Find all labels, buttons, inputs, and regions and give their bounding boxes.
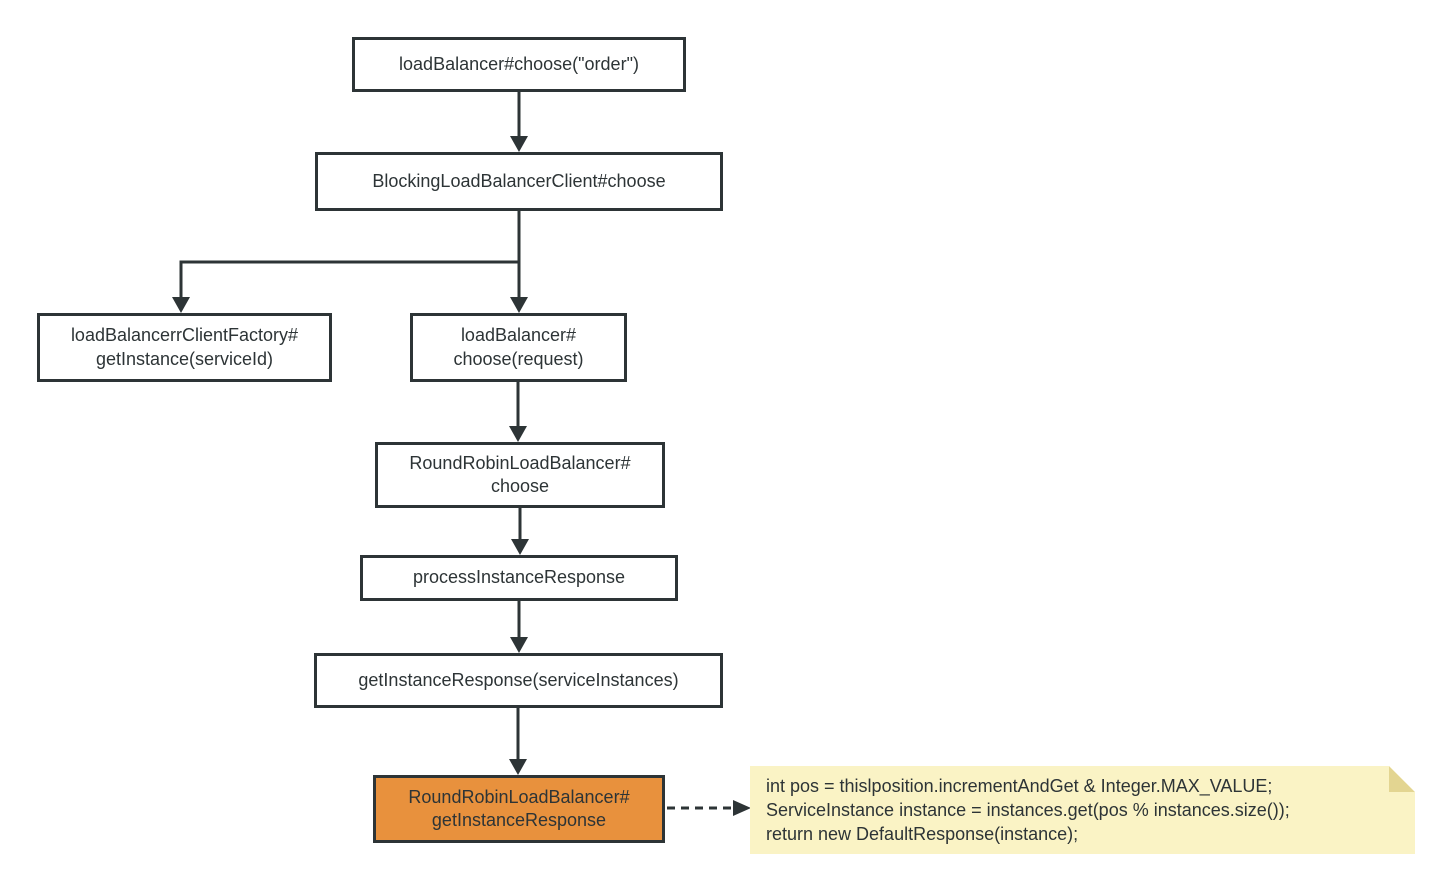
arrow-branch-to-client-factory bbox=[172, 260, 519, 313]
node-round-robin-load-balancer-choose: RoundRobinLoadBalancer# choose bbox=[375, 442, 665, 508]
arrow-get-instance-response-to-round-robin-get-instance-response bbox=[509, 708, 527, 775]
node-label: BlockingLoadBalancerClient#choose bbox=[372, 170, 666, 191]
node-load-balancer-choose-request: loadBalancer# choose(request) bbox=[410, 313, 627, 382]
node-blocking-load-balancer-client-choose: BlockingLoadBalancerClient#choose bbox=[315, 152, 723, 211]
node-process-instance-response: processInstanceResponse bbox=[360, 555, 678, 601]
node-load-balancer-client-factory-get-instance: loadBalancerrClientFactory# getInstance(… bbox=[37, 313, 332, 382]
note-code-line: return new DefaultResponse(instance); bbox=[766, 824, 1079, 844]
arrow-round-robin-choose-to-process-instance-response bbox=[511, 508, 529, 555]
node-label: RoundRobinLoadBalancer# choose bbox=[409, 452, 631, 496]
node-round-robin-load-balancer-get-instance-response: RoundRobinLoadBalancer# getInstanceRespo… bbox=[373, 775, 665, 843]
arrow-choose-order-to-blocking-client bbox=[510, 92, 528, 152]
code-note: int pos = thislposition.incrementAndGet … bbox=[750, 766, 1415, 854]
node-label: RoundRobinLoadBalancer# getInstanceRespo… bbox=[408, 786, 630, 830]
note-code-line: int pos = thislposition.incrementAndGet … bbox=[766, 776, 1273, 796]
folded-corner-icon bbox=[1389, 766, 1415, 792]
arrow-process-instance-response-to-get-instance-response bbox=[510, 601, 528, 653]
node-label: getInstanceResponse(serviceInstances) bbox=[358, 669, 679, 690]
arrow-blocking-client-to-choose-request bbox=[510, 211, 528, 313]
dashed-arrow-to-code-note bbox=[667, 800, 751, 816]
arrow-choose-request-to-round-robin-choose bbox=[509, 382, 527, 442]
node-label: loadBalancerrClientFactory# getInstance(… bbox=[70, 325, 299, 369]
node-label: loadBalancer#choose("order") bbox=[399, 53, 639, 74]
node-label: loadBalancer# choose(request) bbox=[453, 325, 584, 369]
node-get-instance-response-service-instances: getInstanceResponse(serviceInstances) bbox=[314, 653, 723, 708]
node-label: processInstanceResponse bbox=[412, 567, 626, 588]
note-code-line: ServiceInstance instance = instances.get… bbox=[766, 800, 1290, 820]
node-load-balancer-choose-order: loadBalancer#choose("order") bbox=[352, 37, 686, 92]
